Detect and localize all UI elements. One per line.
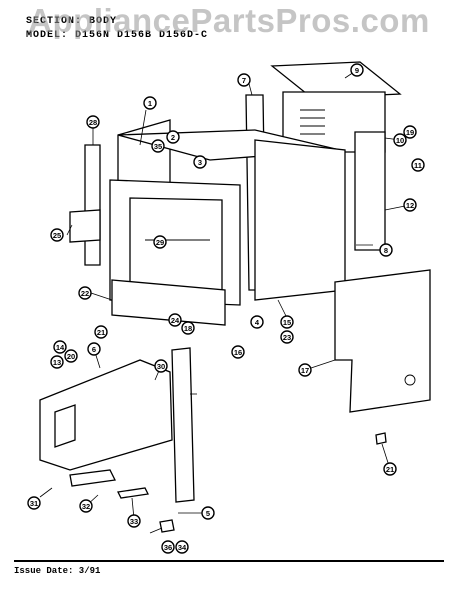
svg-text:17: 17 <box>301 366 309 375</box>
callout-8: 8 <box>379 243 393 257</box>
callout-25: 25 <box>50 228 64 242</box>
svg-text:33: 33 <box>130 517 138 526</box>
svg-text:23: 23 <box>283 333 291 342</box>
svg-text:29: 29 <box>156 238 164 247</box>
footer-rule <box>14 560 444 562</box>
svg-text:19: 19 <box>406 128 414 137</box>
callout-5: 5 <box>201 506 215 520</box>
callout-20: 20 <box>64 349 78 363</box>
front-trim-strip <box>171 347 195 503</box>
callout-7: 7 <box>237 73 251 87</box>
callout-24: 24 <box>168 313 182 327</box>
svg-text:5: 5 <box>206 509 210 518</box>
svg-text:36: 36 <box>164 543 172 552</box>
callout-30: 30 <box>154 359 168 373</box>
hinge-arm <box>117 487 149 499</box>
svg-text:21: 21 <box>386 465 394 474</box>
callout-21-b: 21 <box>383 462 397 476</box>
callout-36: 36 <box>161 540 175 554</box>
callout-2: 2 <box>166 130 180 144</box>
svg-text:25: 25 <box>53 231 61 240</box>
screw-clip <box>375 432 387 445</box>
callout-9: 9 <box>350 63 364 77</box>
callout-3: 3 <box>193 155 207 169</box>
oven-door-panel <box>39 359 173 471</box>
callout-14: 14 <box>53 340 67 354</box>
svg-text:11: 11 <box>414 161 422 170</box>
svg-text:30: 30 <box>157 362 165 371</box>
insulation-block <box>69 209 101 243</box>
svg-text:8: 8 <box>384 246 388 255</box>
svg-text:16: 16 <box>234 348 242 357</box>
svg-text:14: 14 <box>56 343 65 352</box>
svg-text:24: 24 <box>171 316 180 325</box>
svg-text:7: 7 <box>242 76 246 85</box>
callout-35: 35 <box>151 139 165 153</box>
callout-29: 29 <box>153 235 167 249</box>
callout-32: 32 <box>79 499 93 513</box>
svg-text:13: 13 <box>53 358 61 367</box>
svg-text:9: 9 <box>355 66 359 75</box>
callout-11: 11 <box>411 158 425 172</box>
svg-text:21: 21 <box>97 328 105 337</box>
callout-23: 23 <box>280 330 294 344</box>
callout-34: 34 <box>175 540 189 554</box>
callout-6: 6 <box>87 342 101 356</box>
svg-text:35: 35 <box>154 142 162 151</box>
svg-text:20: 20 <box>67 352 75 361</box>
bottom-bracket <box>111 279 226 326</box>
svg-text:22: 22 <box>81 289 89 298</box>
callout-12: 12 <box>403 198 417 212</box>
callout-16: 16 <box>231 345 245 359</box>
door-control-module <box>54 404 76 448</box>
callout-31: 31 <box>27 496 41 510</box>
svg-text:15: 15 <box>283 318 291 327</box>
watermark-text: AppliancePartsPros.com <box>28 2 430 39</box>
section-title: SECTION: BODY <box>26 16 118 27</box>
callout-4: 4 <box>250 315 264 329</box>
svg-text:32: 32 <box>82 502 90 511</box>
callout-13: 13 <box>50 355 64 369</box>
svg-text:31: 31 <box>30 499 38 508</box>
top-back-panel <box>270 61 402 99</box>
callout-21-a: 21 <box>94 325 108 339</box>
callout-22: 22 <box>78 286 92 300</box>
callout-10: 10 <box>393 133 407 147</box>
svg-text:28: 28 <box>89 118 97 127</box>
hinge-bracket <box>69 469 116 487</box>
callout-1: 1 <box>143 96 157 110</box>
callout-19: 19 <box>403 125 417 139</box>
callout-28: 28 <box>86 115 100 129</box>
callout-18: 18 <box>181 321 195 335</box>
svg-text:1: 1 <box>148 99 152 108</box>
svg-text:6: 6 <box>92 345 96 354</box>
callout-33: 33 <box>127 514 141 528</box>
svg-text:3: 3 <box>198 158 202 167</box>
svg-text:10: 10 <box>396 136 404 145</box>
svg-text:18: 18 <box>184 324 192 333</box>
model-numbers: MODEL: D156N D156B D156D-C <box>26 30 209 41</box>
issue-date: Issue Date: 3/91 <box>14 566 101 576</box>
svg-text:12: 12 <box>406 201 414 210</box>
svg-text:4: 4 <box>255 318 260 327</box>
callout-17: 17 <box>298 363 312 377</box>
svg-text:2: 2 <box>171 133 175 142</box>
callout-15: 15 <box>280 315 294 329</box>
svg-text:34: 34 <box>178 543 187 552</box>
